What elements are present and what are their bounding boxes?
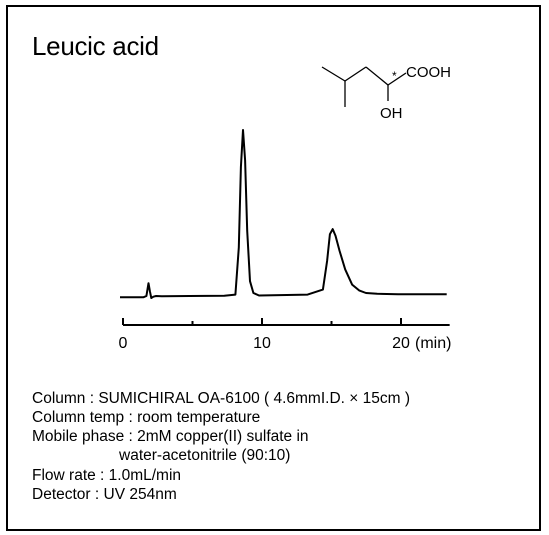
- bond-alpha: [365, 66, 389, 86]
- condition-line: Column temp : room temperature: [32, 409, 261, 426]
- x-tick-label: 10: [253, 335, 271, 352]
- condition-line: Detector : UV 254nm: [32, 486, 177, 503]
- condition-line: Mobile phase : 2mM copper(II) sulfate in: [32, 428, 309, 445]
- condition-line: Column : SUMICHIRAL OA-6100 ( 4.6mmI.D. …: [32, 390, 410, 407]
- time-unit-label: (min): [415, 335, 451, 352]
- chiral-star: *: [392, 69, 397, 83]
- chart-title: Leucic acid: [32, 31, 159, 61]
- chromatogram-trace: [120, 129, 447, 299]
- cooh-label: COOH: [406, 64, 451, 81]
- bond-methyl-1: [321, 66, 346, 82]
- chemical-structure: * COOH OH: [321, 64, 451, 122]
- bond-carboxyl: [387, 72, 407, 86]
- oh-label: OH: [380, 105, 403, 122]
- bond-ch2: [344, 66, 367, 82]
- x-tick-label: 20: [392, 335, 410, 352]
- condition-line: Flow rate : 1.0mL/min: [32, 467, 182, 484]
- figure-frame: [6, 5, 541, 531]
- condition-line: water-acetonitrile (90:10): [119, 447, 291, 464]
- x-tick-label: 0: [119, 335, 128, 352]
